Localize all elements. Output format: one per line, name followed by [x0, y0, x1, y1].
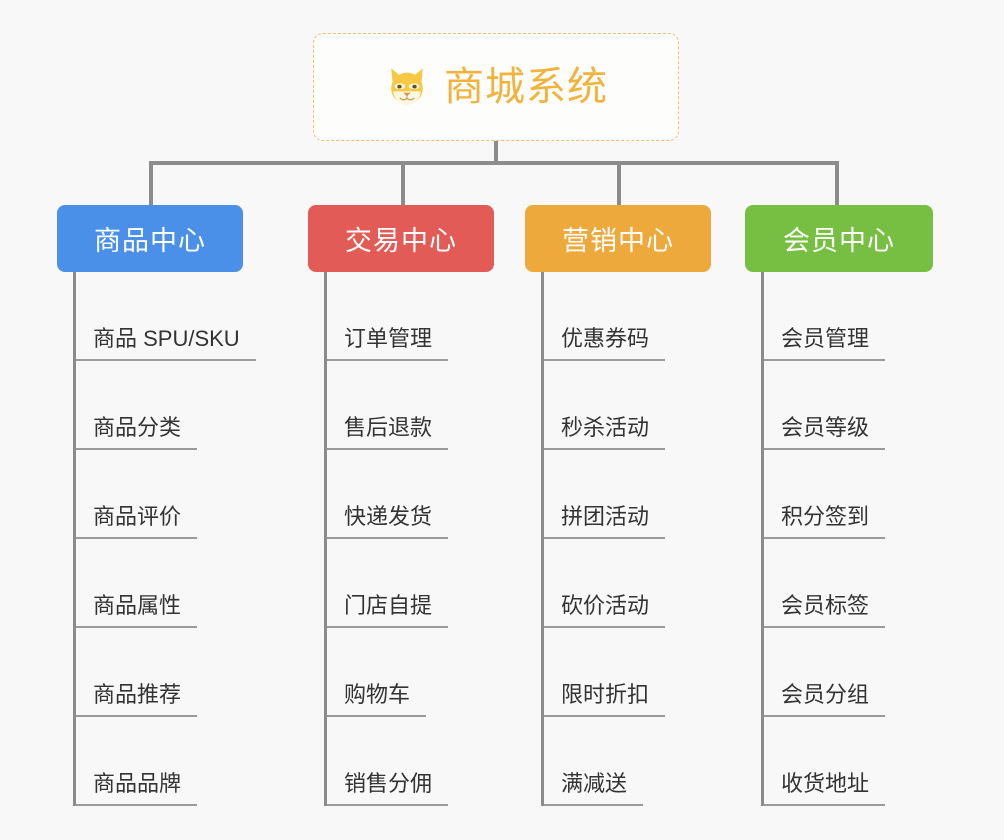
- branch-items-3: 优惠券码 秒杀活动 拼团活动 砍价活动 限时折扣 满减送: [525, 272, 745, 806]
- item-label: 拼团活动: [544, 503, 666, 539]
- branch-header-label: 会员中心: [783, 226, 895, 256]
- list-item[interactable]: 销售分佣: [308, 717, 528, 806]
- list-item[interactable]: 会员分组: [745, 628, 965, 717]
- list-item[interactable]: 秒杀活动: [525, 361, 745, 450]
- connector-drop-4: [835, 161, 839, 207]
- list-item[interactable]: 订单管理: [308, 272, 528, 361]
- shiba-dog-face-icon: [391, 68, 423, 106]
- branch-header-1[interactable]: 商品中心: [57, 205, 243, 272]
- branch-column-2: 交易中心 订单管理 售后退款 快递发货 门店自提 购物车 销售分佣: [308, 205, 528, 806]
- item-label: 秒杀活动: [544, 414, 666, 450]
- branch-header-label: 交易中心: [345, 226, 457, 256]
- branch-items-4: 会员管理 会员等级 积分签到 会员标签 会员分组 收货地址: [745, 272, 965, 806]
- list-item[interactable]: 收货地址: [745, 717, 965, 806]
- connector-drop-3: [617, 161, 621, 207]
- item-label: 会员管理: [764, 325, 886, 361]
- list-item[interactable]: 商品分类: [57, 361, 277, 450]
- item-label: 优惠券码: [544, 325, 666, 361]
- list-item[interactable]: 限时折扣: [525, 628, 745, 717]
- item-label: 积分签到: [764, 503, 886, 539]
- list-item[interactable]: 门店自提: [308, 539, 528, 628]
- branch-header-label: 商品中心: [94, 226, 206, 256]
- item-label: 会员分组: [764, 681, 886, 717]
- list-item[interactable]: 快递发货: [308, 450, 528, 539]
- branch-items-1: 商品 SPU/SKU 商品分类 商品评价 商品属性 商品推荐 商品品牌: [57, 272, 277, 806]
- branch-items-2: 订单管理 售后退款 快递发货 门店自提 购物车 销售分佣: [308, 272, 528, 806]
- item-label: 销售分佣: [327, 770, 449, 806]
- item-label: 门店自提: [327, 592, 449, 628]
- list-item[interactable]: 商品推荐: [57, 628, 277, 717]
- branch-column-3: 营销中心 优惠券码 秒杀活动 拼团活动 砍价活动 限时折扣 满减送: [525, 205, 745, 806]
- item-label: 订单管理: [327, 325, 449, 361]
- root-title: 商城系统: [444, 65, 608, 109]
- list-item[interactable]: 会员标签: [745, 539, 965, 628]
- connector-root-stem: [494, 141, 498, 165]
- item-label: 限时折扣: [544, 681, 666, 717]
- list-item[interactable]: 商品属性: [57, 539, 277, 628]
- item-label: 会员标签: [764, 592, 886, 628]
- branch-header-3[interactable]: 营销中心: [525, 205, 711, 272]
- connector-drop-2: [401, 161, 405, 207]
- list-item[interactable]: 满减送: [525, 717, 745, 806]
- branch-stem-3: [541, 272, 544, 806]
- list-item[interactable]: 优惠券码: [525, 272, 745, 361]
- branch-stem-4: [761, 272, 764, 806]
- list-item[interactable]: 会员管理: [745, 272, 965, 361]
- item-label: 购物车: [327, 681, 427, 717]
- item-label: 商品 SPU/SKU: [76, 325, 256, 361]
- list-item[interactable]: 商品评价: [57, 450, 277, 539]
- item-label: 商品推荐: [76, 681, 198, 717]
- list-item[interactable]: 商品 SPU/SKU: [57, 272, 277, 361]
- item-label: 快递发货: [327, 503, 449, 539]
- root-node[interactable]: 商城系统: [313, 33, 679, 141]
- list-item[interactable]: 购物车: [308, 628, 528, 717]
- item-label: 收货地址: [764, 770, 886, 806]
- item-label: 会员等级: [764, 414, 886, 450]
- item-label: 商品品牌: [76, 770, 198, 806]
- list-item[interactable]: 商品品牌: [57, 717, 277, 806]
- connector-horizontal-bus: [149, 161, 839, 165]
- branch-header-4[interactable]: 会员中心: [745, 205, 933, 272]
- list-item[interactable]: 会员等级: [745, 361, 965, 450]
- list-item[interactable]: 售后退款: [308, 361, 528, 450]
- list-item[interactable]: 积分签到: [745, 450, 965, 539]
- branch-stem-1: [73, 272, 76, 806]
- branch-column-4: 会员中心 会员管理 会员等级 积分签到 会员标签 会员分组 收货地址: [745, 205, 965, 806]
- item-label: 砍价活动: [544, 592, 666, 628]
- connector-drop-1: [149, 161, 153, 207]
- branch-stem-2: [324, 272, 327, 806]
- branch-header-2[interactable]: 交易中心: [308, 205, 494, 272]
- list-item[interactable]: 砍价活动: [525, 539, 745, 628]
- branch-column-1: 商品中心 商品 SPU/SKU 商品分类 商品评价 商品属性 商品推荐 商品品牌: [57, 205, 277, 806]
- item-label: 商品评价: [76, 503, 198, 539]
- item-label: 商品属性: [76, 592, 198, 628]
- item-label: 售后退款: [327, 414, 449, 450]
- branch-header-label: 营销中心: [562, 226, 674, 256]
- item-label: 满减送: [544, 770, 644, 806]
- list-item[interactable]: 拼团活动: [525, 450, 745, 539]
- item-label: 商品分类: [76, 414, 198, 450]
